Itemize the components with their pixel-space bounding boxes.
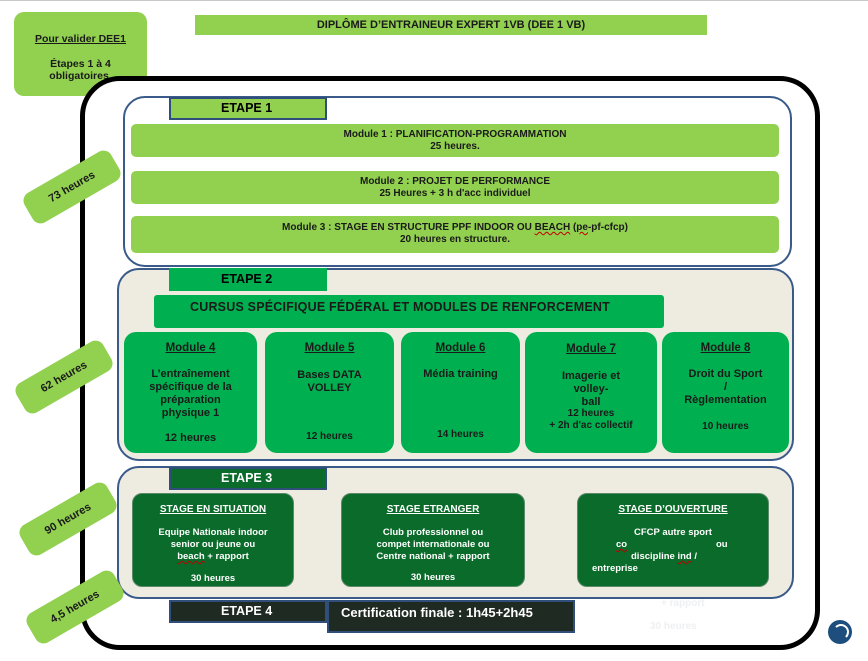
stage-ouverture-slash: / <box>691 551 697 562</box>
module6-desc: Média training <box>423 368 498 380</box>
module2-title: Module 2 : PROJET DE PERFORMANCE <box>359 176 550 187</box>
stage-ouverture-line1: CFCP autre sport <box>634 527 712 538</box>
module2-bar: Module 2 : PROJET DE PERFORMANCE 25 Heur… <box>131 171 779 204</box>
stage-ouverture-co-text: co <box>616 539 628 550</box>
module1-hours: 25 heures. <box>430 141 480 152</box>
etape2-label: ETAPE 2 <box>169 268 327 291</box>
module8-title: Module 8 <box>700 342 751 354</box>
validation-heading: Pour valider DEE1 <box>34 33 127 45</box>
ghost-text-rapport: + rapport <box>661 598 705 609</box>
federation-logo-icon <box>828 620 852 644</box>
page-title: DIPLÔME D’ENTRAINEUR EXPERT 1VB (DEE 1 V… <box>195 15 707 35</box>
module3-title-end: -pf-cfcp) <box>587 222 628 233</box>
etape1-label: ETAPE 1 <box>169 97 327 120</box>
module7-card: Module 7 Imagerie et volley- ball 12 heu… <box>525 332 657 453</box>
stage-ouverture-line4: entreprise <box>592 563 638 574</box>
module3-title-part: Module 3 : STAGE EN STRUCTURE PPF INDOOR… <box>282 222 535 233</box>
stage-situation-card: STAGE EN SITUATION Equipe Nationale indo… <box>132 493 294 587</box>
module8-card: Module 8 Droit du Sport / Règlementation… <box>662 332 789 453</box>
module4-hours: 12 heures <box>164 432 217 444</box>
top-divider <box>0 0 868 1</box>
module5-title: Module 5 <box>304 342 355 354</box>
stage-etranger-hours: 30 heures <box>410 572 456 583</box>
module4-card: Module 4 L’entraînement spécifique de la… <box>124 332 257 453</box>
module3-title: Module 3 : STAGE EN STRUCTURE PPF INDOOR… <box>131 222 779 234</box>
module3-title-paren: ( <box>570 222 577 233</box>
module8-hours: 10 heures <box>702 421 749 432</box>
module5-hours: 12 heures <box>306 431 353 442</box>
certification-box: Certification finale : 1h45+2h45 <box>327 600 575 633</box>
module7-desc: Imagerie et volley- ball <box>561 370 621 408</box>
module7-title: Module 7 <box>566 343 616 355</box>
module4-title: Module 4 <box>165 342 216 354</box>
module3-title-beach: BEACH <box>534 222 571 233</box>
stage-situation-hours: 30 heures <box>190 573 236 584</box>
stage-ouverture-title: STAGE D’OUVERTURE <box>618 504 728 515</box>
module6-title: Module 6 <box>435 342 486 354</box>
etape3-label: ETAPE 3 <box>169 467 327 490</box>
stage-situation-desc-beach: beach <box>177 551 205 562</box>
module7-hours: 12 heures + 2h d'ac collectif <box>549 408 633 431</box>
module3-hours: 20 heures en structure. <box>399 234 511 245</box>
stage-situation-desc: Equipe Nationale indoor senior ou jeune … <box>139 527 287 563</box>
stage-situation-title: STAGE EN SITUATION <box>159 504 267 515</box>
ghost-text-hours: 30 heures <box>650 621 697 632</box>
cursus-bar: CURSUS SPÉCIFIQUE FÉDÉRAL ET MODULES DE … <box>154 295 664 328</box>
validation-box: Pour valider DEE1 Étapes 1 à 4 obligatoi… <box>14 12 147 96</box>
module1-title: Module 1 : PLANIFICATION-PROGRAMMATION <box>343 129 567 140</box>
module1-bar: Module 1 : PLANIFICATION-PROGRAMMATION 2… <box>131 124 779 157</box>
stage-situation-desc-part: Equipe Nationale indoor senior ou jeune … <box>158 527 268 550</box>
stage-ouverture-line3: discipline ind / <box>631 551 697 562</box>
stage-etranger-desc: Club professionnel ou compet internation… <box>376 527 490 562</box>
module4-desc: L’entraînement spécifique de la préparat… <box>149 368 232 419</box>
module3-bar: Module 3 : STAGE EN STRUCTURE PPF INDOOR… <box>131 216 779 253</box>
stage-etranger-title: STAGE ETRANGER <box>386 504 480 515</box>
stage-ouverture-discipline: discipline <box>631 551 678 562</box>
module6-hours: 14 heures <box>437 429 484 440</box>
module8-desc: Droit du Sport / Règlementation <box>684 368 767 406</box>
validation-text: Étapes 1 à 4 obligatoires. <box>49 58 112 82</box>
module6-card: Module 6 Média training 14 heures <box>401 332 520 453</box>
module5-card: Module 5 Bases DATA VOLLEY 12 heures <box>265 332 394 453</box>
stage-etranger-card: STAGE ETRANGER Club professionnel ou com… <box>341 493 525 587</box>
stage-ouverture-co: co <box>616 539 627 550</box>
stage-ouverture-ou: ou <box>716 539 728 550</box>
module3-title-pe: pe <box>576 222 588 233</box>
module5-desc: Bases DATA VOLLEY <box>297 369 362 394</box>
stage-ouverture-card: STAGE D’OUVERTURE CFCP autre sport co ou… <box>577 493 769 587</box>
module2-hours: 25 Heures + 3 h d'acc individuel <box>379 188 531 199</box>
stage-situation-desc-rapport: + rapport <box>204 551 249 562</box>
stage-ouverture-ind: ind <box>677 551 692 562</box>
etape4-label: ETAPE 4 <box>169 600 327 623</box>
